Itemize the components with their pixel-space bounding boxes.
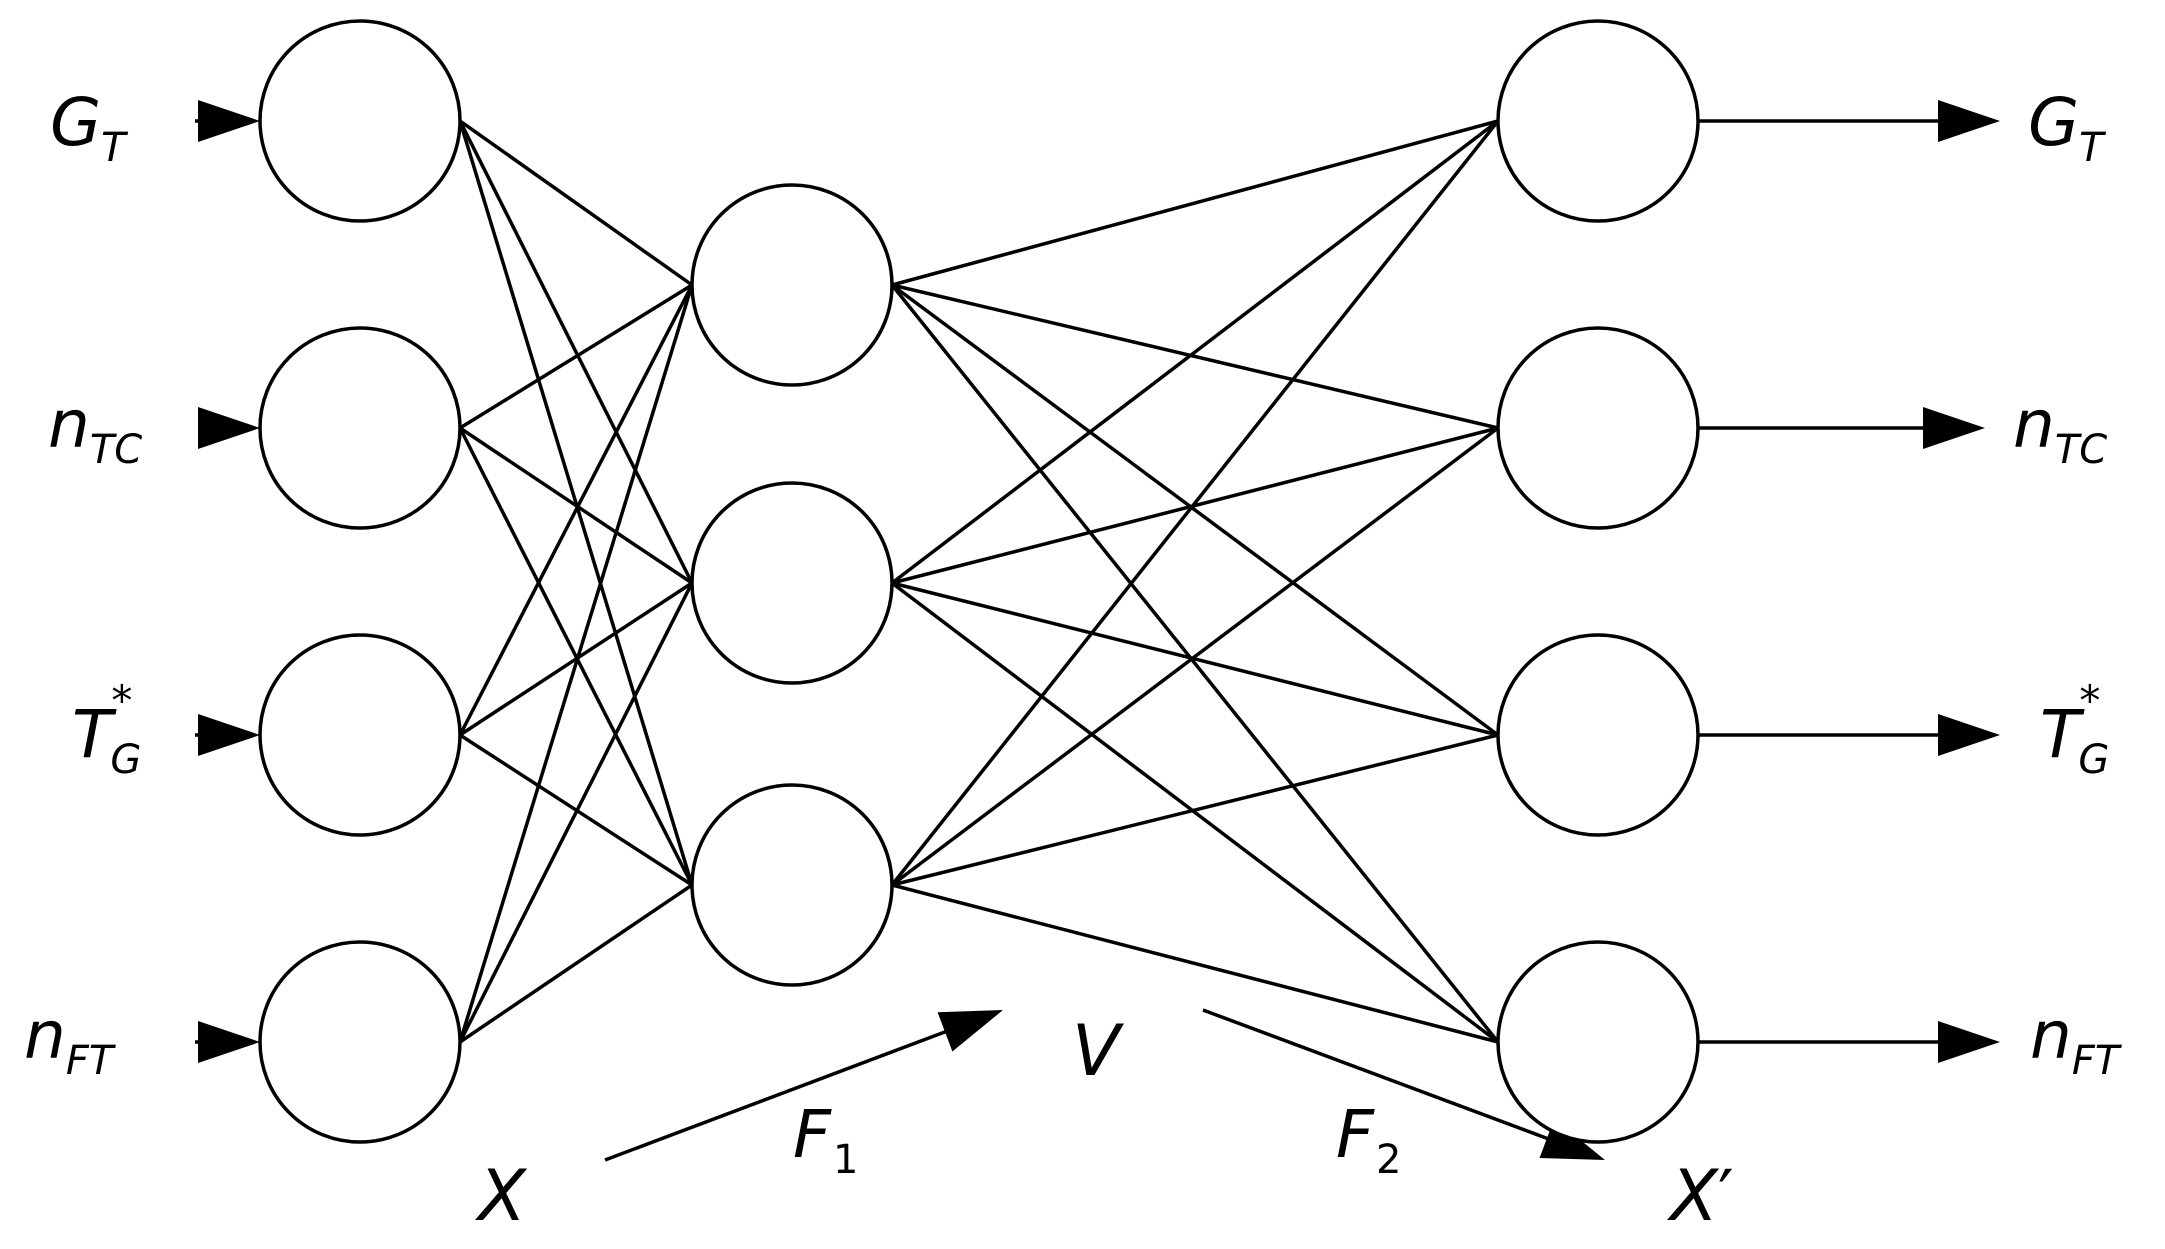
- output-arrow-0: [1698, 100, 2000, 142]
- output-node-1: [1496, 326, 1700, 530]
- edge-hid1-out2: [891, 581, 1499, 737]
- edge-in0-hid2: [458, 120, 694, 886]
- output-label-1: nTC: [2013, 386, 2107, 473]
- network-connections: [458, 119, 1500, 1044]
- output-node-2: [1496, 633, 1700, 837]
- input-node-2: [258, 633, 462, 837]
- encoder-label: F1: [793, 1096, 858, 1183]
- hidden-node-2: [690, 783, 894, 987]
- edge-in2-hid0: [458, 284, 694, 736]
- output-arrow-3: [1698, 1021, 2000, 1063]
- decoder-label: F2: [1336, 1096, 1401, 1183]
- edge-hid2-out0: [890, 119, 1500, 887]
- output-label-0: GT: [2028, 84, 2107, 171]
- edge-in3-hid0: [458, 284, 694, 1043]
- edge-hid1-out3: [890, 581, 1500, 1044]
- output-label-3: nFT: [2030, 997, 2123, 1084]
- edge-in1-hid2: [458, 427, 694, 886]
- edge-in3-hid1: [458, 582, 694, 1043]
- edge-hid0-out3: [890, 283, 1500, 1044]
- output-arrow-1: [1698, 407, 1985, 449]
- edge-hid0-out2: [890, 283, 1500, 737]
- input-label-2: TG*: [72, 676, 141, 783]
- output-arrow-2: [1698, 714, 2000, 756]
- edge-hid2-out1: [890, 426, 1500, 887]
- output-node-3: [1496, 940, 1700, 1144]
- hidden-layer-label: V: [1072, 1010, 1124, 1092]
- edge-hid0-out1: [891, 283, 1499, 430]
- encoder-arrow: [604, 1010, 1003, 1162]
- io-arrows: [195, 100, 2000, 1162]
- edge-hid2-out3: [891, 883, 1499, 1044]
- input-arrow-0: [195, 100, 260, 142]
- input-node-1: [258, 326, 462, 530]
- output-label-2: TG*: [2040, 676, 2109, 783]
- input-node-3: [258, 940, 462, 1144]
- input-arrow-3: [195, 1021, 260, 1063]
- edge-hid0-out0: [891, 119, 1499, 287]
- input-arrow-1: [198, 407, 260, 449]
- input-label-0: GT: [50, 84, 129, 171]
- output-layer-label: X′: [1666, 1155, 1734, 1237]
- hidden-node-1: [690, 481, 894, 685]
- input-arrow-2: [195, 714, 260, 756]
- network-nodes: [258, 19, 1700, 1144]
- input-layer-label: X: [474, 1155, 528, 1237]
- input-label-1: nTC: [48, 386, 142, 473]
- hidden-node-0: [690, 183, 894, 387]
- edge-in0-hid0: [458, 119, 694, 287]
- output-node-0: [1496, 19, 1700, 223]
- edge-in3-hid2: [459, 883, 693, 1044]
- edge-hid1-out0: [890, 119, 1500, 585]
- edge-in1-hid0: [459, 283, 693, 430]
- edge-hid2-out2: [891, 733, 1499, 887]
- input-node-0: [258, 19, 462, 223]
- input-label-3: nFT: [24, 997, 117, 1084]
- labels: GT nTC TG* nFT GT nTC TG* nFT X V X′ F1 …: [24, 84, 2123, 1237]
- edge-in0-hid1: [458, 120, 694, 584]
- edge-in1-hid1: [459, 426, 693, 585]
